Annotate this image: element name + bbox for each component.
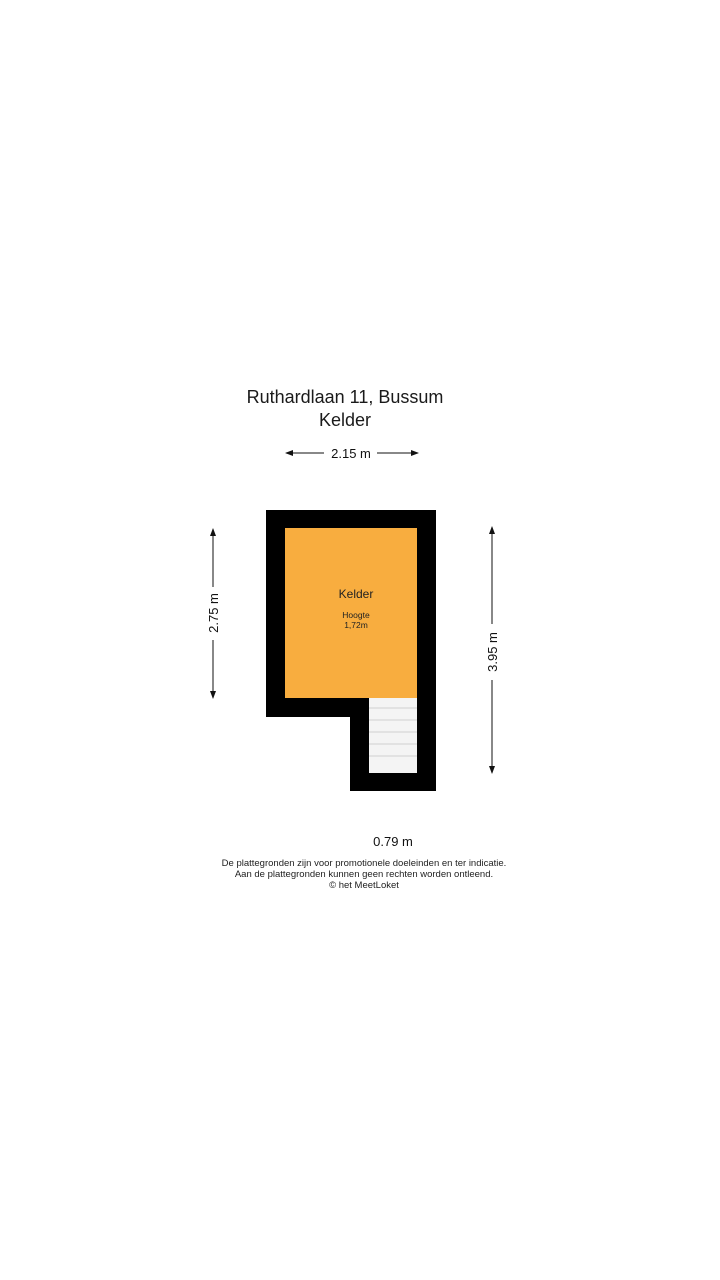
dimension-left-label: 2.75 m (206, 593, 221, 633)
dimension-top-label: 2.15 m (331, 446, 371, 461)
room-height-label: Hoogte (342, 610, 370, 620)
staircase (369, 698, 417, 773)
room-name: Kelder (339, 587, 374, 601)
disclaimer-line-2: Aan de plattegronden kunnen geen rechten… (234, 869, 494, 880)
dimension-right-height: 3.95 m (485, 526, 500, 774)
plan-address: Ruthardlaan 11, Bussum (246, 387, 444, 407)
dimension-bottom-label: 0.79 m (373, 834, 413, 849)
room-height-value: 1,72m (344, 620, 368, 630)
dimension-right-label: 3.95 m (485, 632, 500, 672)
room-kelder (285, 528, 417, 698)
plan-level-title: Kelder (318, 410, 372, 430)
dimension-top-width: 2.15 m (285, 446, 419, 461)
copyright-line: © het MeetLoket (329, 880, 399, 891)
disclaimer-line-1: De plattegronden zijn voor promotionele … (221, 858, 507, 869)
dimension-left-height: 2.75 m (206, 528, 221, 699)
